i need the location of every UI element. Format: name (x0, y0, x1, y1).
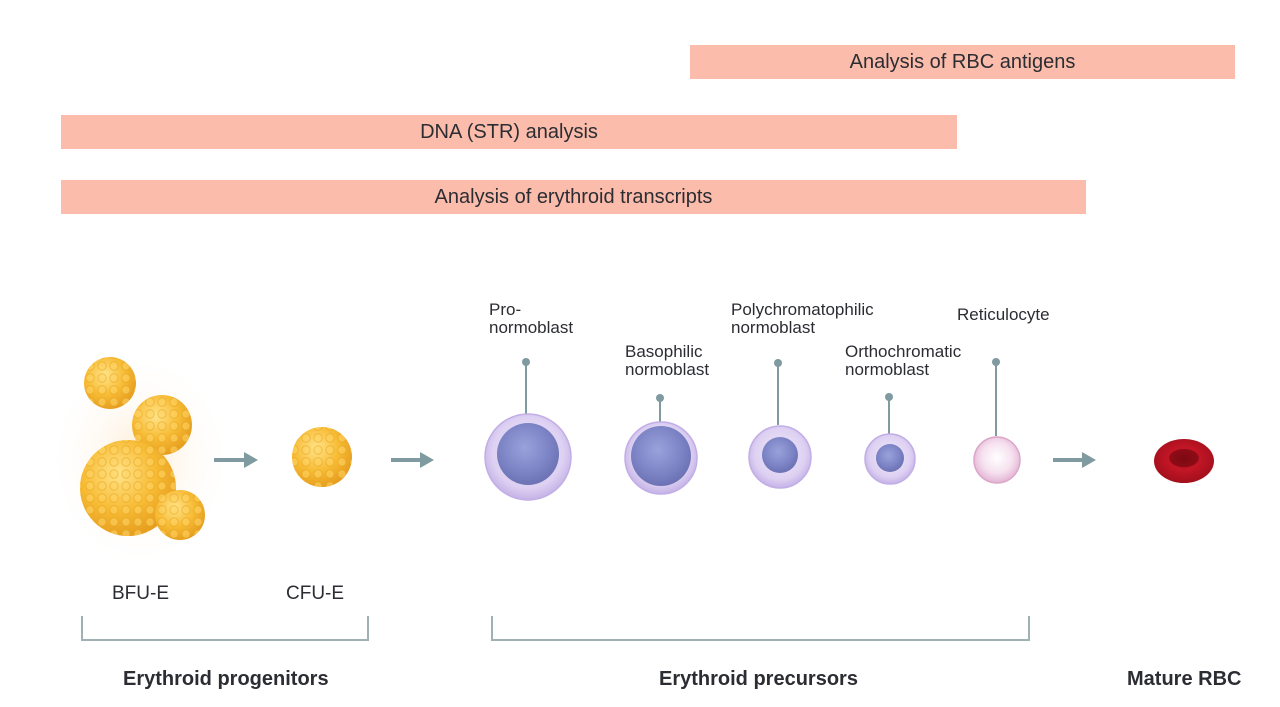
bfu-e-label: BFU-E (112, 583, 169, 604)
band-rbc-antigens: Analysis of RBC antigens (690, 45, 1235, 79)
polychromatophilic-normoblast-label: Polychromatophilic normoblast (731, 301, 874, 337)
reticulocyte-cell-icon (973, 358, 1021, 484)
polychromatophilic-normoblast-cell-icon (748, 359, 812, 489)
polychromatophilic-label-line2: normoblast (731, 318, 816, 337)
arrow-icon (391, 452, 434, 468)
reticulocyte-label-text: Reticulocyte (957, 305, 1050, 324)
cfu-e-label: CFU-E (286, 583, 345, 604)
orthochromatic-label-line1: Orthochromatic (845, 342, 962, 361)
band-erythroid-transcripts-label: Analysis of erythroid transcripts (434, 185, 713, 208)
erythroid-precursors-label: Erythroid precursors (659, 668, 858, 690)
precursors-bracket (491, 616, 1030, 641)
basophilic-normoblast-cell-icon (624, 394, 698, 495)
pronormoblast-cell-icon (484, 358, 572, 501)
orthochromatic-normoblast-cell-icon (864, 393, 916, 485)
band-dna-str-label: DNA (STR) analysis (420, 120, 598, 143)
pronormoblast-label-line1: Pro- (489, 300, 522, 319)
band-erythroid-transcripts: Analysis of erythroid transcripts (61, 180, 1086, 214)
band-dna-str: DNA (STR) analysis (61, 115, 957, 149)
arrow-icon (1053, 452, 1096, 468)
basophilic-label-line2: normoblast (625, 360, 710, 379)
arrow-icon (214, 452, 258, 468)
orthochromatic-label-line2: normoblast (845, 360, 930, 379)
orthochromatic-normoblast-label: Orthochromatic normoblast (845, 343, 961, 379)
mature-rbc-cell-icon (1154, 439, 1214, 483)
pronormoblast-label: Pro- normoblast (489, 301, 573, 337)
reticulocyte-label: Reticulocyte (957, 306, 1050, 324)
mature-rbc-label: Mature RBC (1127, 668, 1242, 690)
bfu-e-cluster-icon (45, 350, 235, 570)
polychromatophilic-label-line1: Polychromatophilic (731, 300, 874, 319)
progenitors-bracket (81, 616, 369, 641)
cfu-e-cell-icon (292, 427, 352, 487)
erythroid-progenitors-label: Erythroid progenitors (123, 668, 329, 690)
basophilic-normoblast-label: Basophilic normoblast (625, 343, 709, 379)
band-rbc-antigens-label: Analysis of RBC antigens (849, 50, 1076, 73)
basophilic-label-line1: Basophilic (625, 342, 703, 361)
pronormoblast-label-line2: normoblast (489, 318, 574, 337)
